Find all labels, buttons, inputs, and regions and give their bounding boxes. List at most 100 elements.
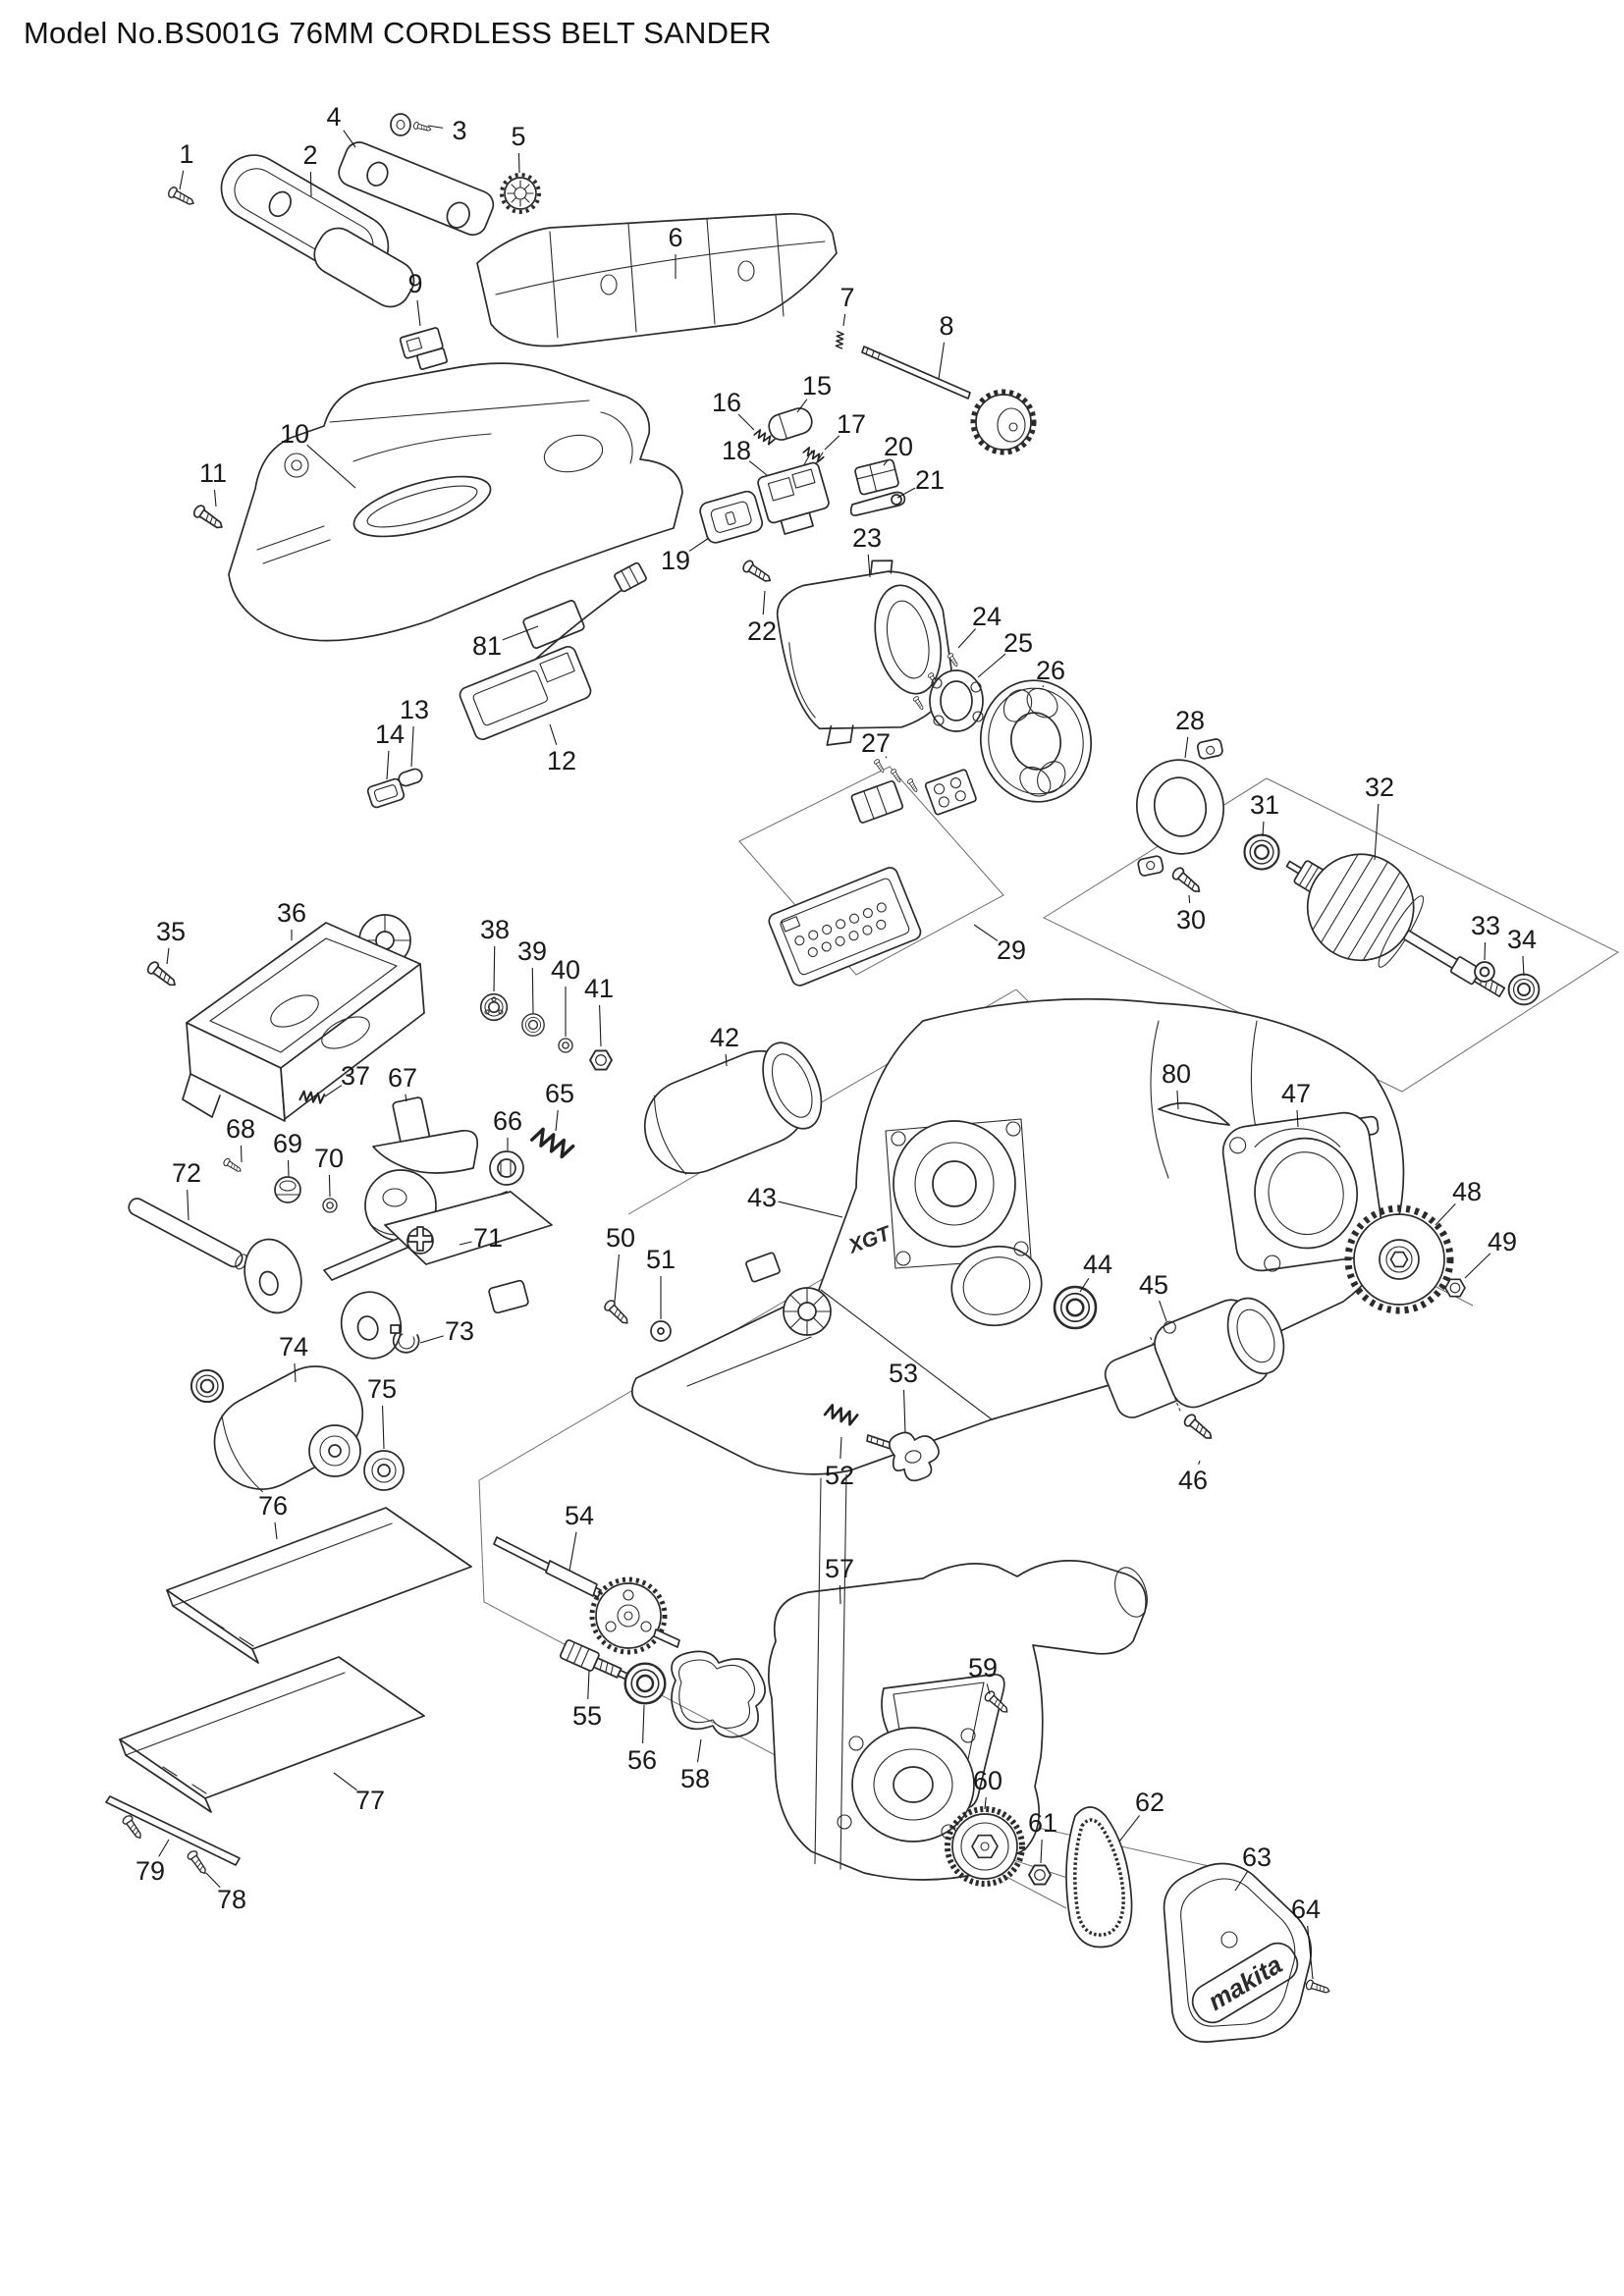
part-number-67: 67	[388, 1063, 417, 1093]
leader-line-68	[240, 1145, 243, 1163]
part-number-12: 12	[547, 746, 576, 775]
cap-nut-sketch	[274, 1176, 301, 1203]
switch-button-sketch	[399, 327, 448, 370]
baffle-ring-sketch	[929, 669, 984, 732]
leader-line-76	[274, 1522, 278, 1540]
leader-line-17	[824, 435, 840, 451]
belt-sketch	[1065, 1806, 1133, 1949]
clip-73-sketch	[390, 1324, 420, 1354]
leader-line-16	[737, 413, 755, 431]
leader-line-55	[587, 1670, 590, 1700]
leader-line-65	[555, 1109, 559, 1132]
leader-line-24	[957, 628, 976, 649]
part-number-44: 44	[1083, 1250, 1112, 1279]
part-number-49: 49	[1488, 1227, 1517, 1256]
part-number-5: 5	[511, 122, 525, 151]
part-number-39: 39	[517, 936, 547, 966]
leader-line-15	[796, 399, 808, 413]
part-number-37: 37	[341, 1061, 370, 1091]
washer-51-sketch	[650, 1320, 672, 1342]
leader-line-18	[748, 460, 768, 476]
part-number-40: 40	[551, 955, 580, 985]
sheet-77-sketch	[119, 1656, 425, 1813]
part-number-18: 18	[722, 436, 751, 465]
part-number-69: 69	[273, 1129, 302, 1158]
leader-line-73	[419, 1335, 444, 1344]
screw-1-sketch	[166, 185, 197, 209]
switch-base-sketch	[459, 561, 647, 740]
part-number-3: 3	[452, 116, 466, 145]
cap-14-sketch	[366, 777, 406, 809]
part-number-74: 74	[279, 1332, 308, 1362]
leader-line-56	[642, 1704, 645, 1744]
side-housing-sketch	[767, 1473, 1148, 1881]
part-number-35: 35	[156, 917, 186, 946]
gear-knob-sketch	[500, 173, 541, 214]
leader-line-9	[416, 299, 421, 327]
leader-line-49	[1464, 1253, 1491, 1279]
leader-line-7	[842, 313, 846, 327]
screw-64-sketch	[1304, 1978, 1332, 1997]
part-number-45: 45	[1139, 1270, 1168, 1300]
leader-line-57	[839, 1584, 841, 1605]
terminal-block-sketch	[699, 490, 764, 544]
leader-line-78	[205, 1872, 221, 1889]
leader-line-44	[1079, 1278, 1090, 1293]
arm-plate-sketch	[338, 141, 495, 237]
part-number-17: 17	[837, 409, 866, 439]
fan-cover-sketch	[1221, 1111, 1383, 1272]
part-number-9: 9	[407, 269, 422, 298]
leader-line-62	[1118, 1815, 1141, 1842]
part-number-66: 66	[493, 1106, 522, 1136]
leader-line-8	[938, 342, 946, 380]
part-number-75: 75	[367, 1374, 397, 1404]
leader-line-71	[459, 1241, 472, 1246]
part-number-26: 26	[1036, 656, 1065, 685]
part-number-81: 81	[472, 631, 502, 661]
leader-line-61	[1040, 1839, 1043, 1864]
leader-line-2	[309, 171, 312, 197]
drive-shaft-sketch	[493, 1536, 680, 1655]
part-number-32: 32	[1365, 773, 1394, 802]
strip-79-sketch	[105, 1795, 241, 1866]
part-number-43: 43	[747, 1183, 777, 1212]
leader-line-39	[531, 967, 534, 1014]
leader-line-54	[568, 1531, 577, 1572]
leader-line-79	[158, 1839, 170, 1857]
part-number-4: 4	[326, 102, 341, 132]
part-number-57: 57	[825, 1554, 854, 1583]
part-number-21: 21	[915, 465, 945, 495]
bearing-38-sketch	[479, 992, 509, 1022]
leader-line-37	[324, 1085, 343, 1097]
part-number-52: 52	[825, 1461, 854, 1490]
part-number-13: 13	[400, 695, 429, 724]
leader-line-19	[688, 537, 710, 552]
leader-line-81	[502, 625, 539, 641]
box-20-sketch	[854, 458, 899, 496]
part-number-24: 24	[972, 602, 1001, 631]
washer-70-sketch	[322, 1198, 338, 1213]
switch-assembly-sketch	[757, 450, 830, 535]
nut-61-sketch	[1028, 1864, 1052, 1886]
spring-7-sketch	[835, 330, 845, 349]
part-number-65: 65	[545, 1079, 574, 1108]
leader-line-80	[1176, 1090, 1179, 1110]
part-number-60: 60	[973, 1766, 1002, 1795]
part-number-80: 80	[1162, 1059, 1191, 1089]
part-number-27: 27	[861, 728, 891, 758]
leader-line-41	[599, 1004, 602, 1047]
part-number-70: 70	[314, 1144, 344, 1173]
roller-holder-sketch	[1104, 1297, 1285, 1418]
pinion-sketch	[559, 1639, 630, 1682]
pin-68-sketch	[222, 1156, 244, 1175]
bearing-39-sketch	[521, 1013, 545, 1037]
leader-line-46	[1198, 1460, 1201, 1466]
leader-line-43	[778, 1201, 843, 1218]
screw-22-sketch	[740, 558, 775, 587]
screw-50-sketch	[602, 1298, 632, 1328]
leader-line-35	[166, 947, 170, 965]
part-number-46: 46	[1178, 1466, 1208, 1495]
part-number-10: 10	[280, 419, 309, 449]
